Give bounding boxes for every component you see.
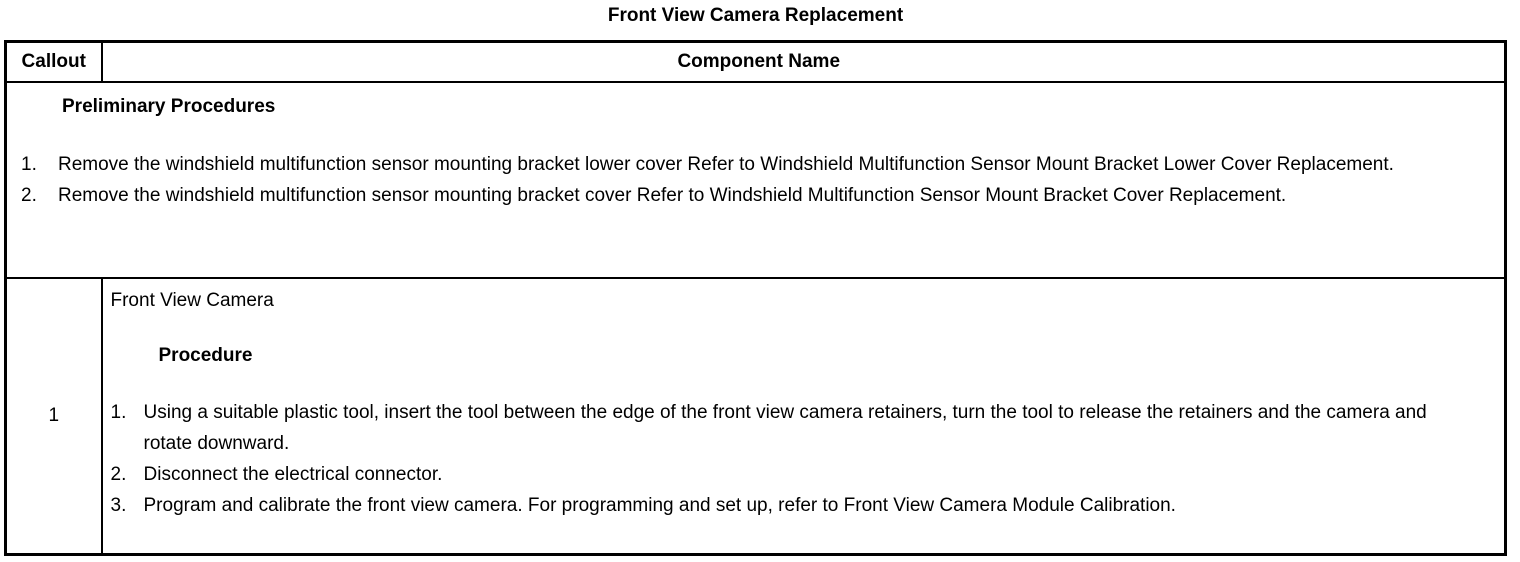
list-item-text: Remove the windshield multifunction sens… <box>58 154 1394 175</box>
list-item-number: 2. <box>21 185 37 206</box>
table-header-row: Callout Component Name <box>4 40 1507 83</box>
preliminary-procedures-heading: Preliminary Procedures <box>62 96 276 117</box>
list-item-number: 3. <box>110 495 127 516</box>
preliminary-procedures-row: Preliminary Procedures 1. Remove the win… <box>4 81 1507 279</box>
list-item-number: 2. <box>110 464 127 485</box>
component-column-header: Component Name <box>100 40 1507 83</box>
list-item-number: 1. <box>110 402 127 423</box>
callout-column-header: Callout <box>4 40 103 83</box>
component-name: Front View Camera <box>110 290 274 311</box>
list-item-number: 1. <box>21 154 37 175</box>
component-row: 1 Front View Camera Procedure 1. Using a… <box>4 277 1507 556</box>
component-cell: Front View Camera Procedure 1. Using a s… <box>100 277 1507 556</box>
list-item: 1. Remove the windshield multifunction s… <box>21 149 1496 180</box>
procedure-heading: Procedure <box>158 345 253 366</box>
component-table: Callout Component Name Preliminary Proce… <box>4 40 1507 556</box>
list-item: 2. Remove the windshield multifunction s… <box>21 180 1496 211</box>
list-item-text: Remove the windshield multifunction sens… <box>58 185 1287 206</box>
preliminary-procedures-cell: Preliminary Procedures 1. Remove the win… <box>4 81 1507 279</box>
list-item: 3. Program and calibrate the front view … <box>111 490 1445 521</box>
list-item-text: Program and calibrate the front view cam… <box>143 495 1176 516</box>
list-item-text: Disconnect the electrical connector. <box>143 464 443 485</box>
callout-number: 1 <box>4 277 103 556</box>
list-item: 2. Disconnect the electrical connector. <box>111 459 1445 490</box>
list-item-text: Using a suitable plastic tool, insert th… <box>143 402 1427 454</box>
preliminary-steps-list: 1. Remove the windshield multifunction s… <box>21 149 1496 211</box>
procedure-steps-list: 1. Using a suitable plastic tool, insert… <box>111 397 1445 521</box>
list-item: 1. Using a suitable plastic tool, insert… <box>111 397 1445 459</box>
page-title: Front View Camera Replacement <box>607 5 904 26</box>
